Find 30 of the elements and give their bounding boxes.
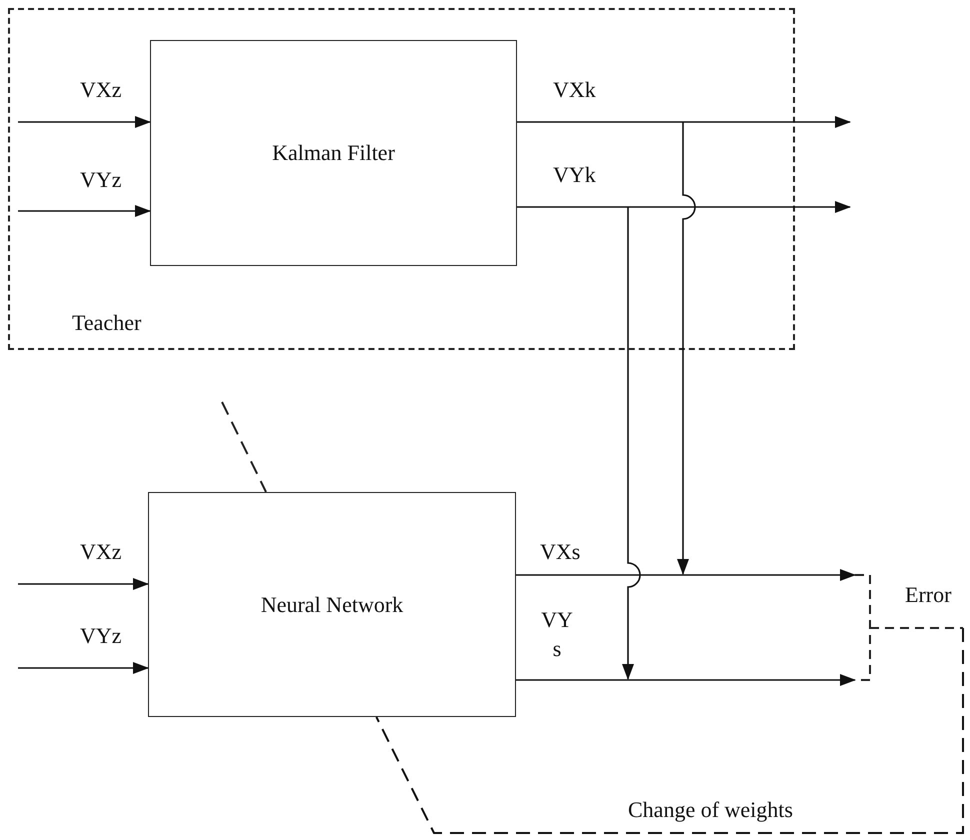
arrow	[628, 201, 851, 213]
edge-label: VXk	[553, 78, 596, 102]
connector-line	[517, 121, 683, 123]
arrow	[622, 207, 641, 680]
arrow	[18, 116, 151, 128]
edge-label: VYz	[80, 168, 122, 192]
edge-label: VYz	[80, 624, 122, 648]
connector-line	[516, 679, 628, 681]
dashed-group-box	[8, 8, 795, 350]
arrow	[683, 569, 856, 581]
edge-label: VYs	[541, 606, 573, 663]
node-label: Kalman Filter	[272, 140, 395, 166]
process-box	[148, 492, 516, 717]
edge-label: VXz	[80, 540, 122, 564]
feedback-line	[376, 628, 964, 834]
connector-line	[517, 206, 628, 208]
arrow	[18, 662, 149, 674]
edge-label: VXs	[540, 540, 580, 564]
arrow	[628, 674, 856, 686]
arrow	[18, 205, 151, 217]
arrow	[683, 116, 851, 128]
node-label: Neural Network	[260, 592, 404, 618]
arrow	[18, 578, 149, 590]
connector-line	[516, 574, 683, 576]
edge-label: VYk	[553, 163, 596, 188]
edge-label: VXz	[80, 78, 122, 102]
process-box	[150, 40, 517, 266]
node-label: Error	[905, 582, 952, 608]
group-label: Teacher	[72, 310, 142, 336]
arrow	[677, 122, 696, 575]
